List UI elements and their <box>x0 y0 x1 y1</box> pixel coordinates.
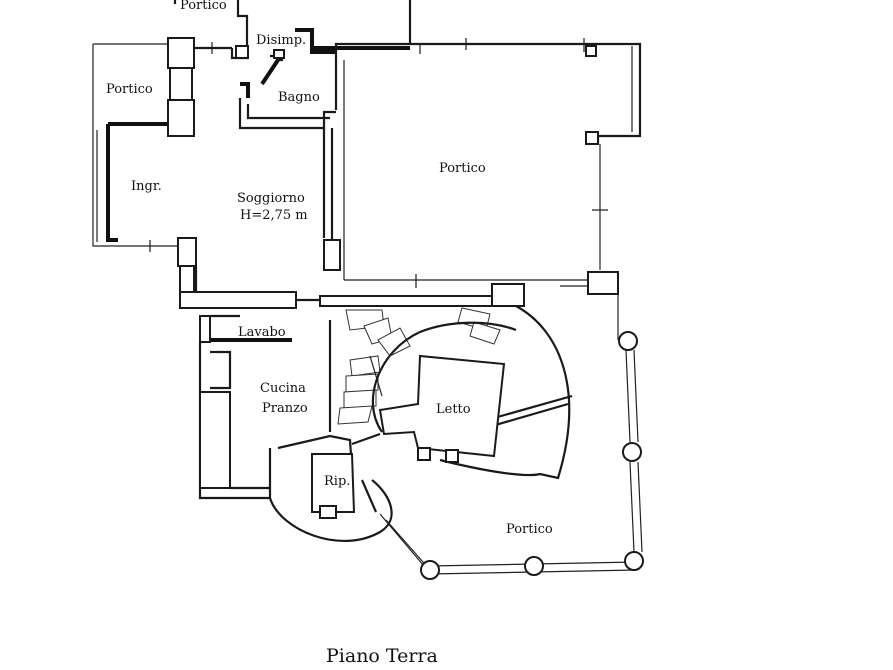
label-rip: Rip. <box>324 474 350 489</box>
label-letto: Letto <box>436 402 471 417</box>
label-portico-main: Portico <box>439 161 486 176</box>
label-pranzo: Pranzo <box>262 401 308 416</box>
label-bagno: Bagno <box>278 90 320 105</box>
column <box>624 551 644 571</box>
label-lavabo: Lavabo <box>238 325 286 340</box>
left-portico-walls <box>92 43 180 252</box>
soggiorno-walls <box>179 128 341 309</box>
label-soggiorno-height: H=2,75 m <box>240 208 308 223</box>
label-ingr: Ingr. <box>131 179 162 194</box>
column <box>420 560 440 580</box>
column <box>618 331 638 351</box>
label-disimp: Disimp. <box>256 33 306 48</box>
staircase <box>337 307 501 425</box>
letto-wing-walls <box>371 305 573 480</box>
entrance-piers <box>167 37 197 293</box>
column <box>622 442 642 462</box>
top-strip-walls <box>173 0 412 50</box>
label-portico-top: Portico <box>180 0 227 13</box>
bottom-portico <box>379 294 644 580</box>
cucina-walls <box>198 271 619 500</box>
label-portico-left: Portico <box>106 82 153 97</box>
room-labels: Portico Disimp. Bagno Portico Ingr. Sogg… <box>106 0 553 537</box>
plan-title: Piano Terra <box>326 645 438 667</box>
rip-walls <box>268 432 393 542</box>
label-cucina: Cucina <box>260 381 306 396</box>
label-soggiorno: Soggiorno <box>237 191 305 206</box>
column <box>524 556 544 576</box>
label-portico-bottom: Portico <box>506 522 553 537</box>
main-portico-walls <box>334 38 642 288</box>
